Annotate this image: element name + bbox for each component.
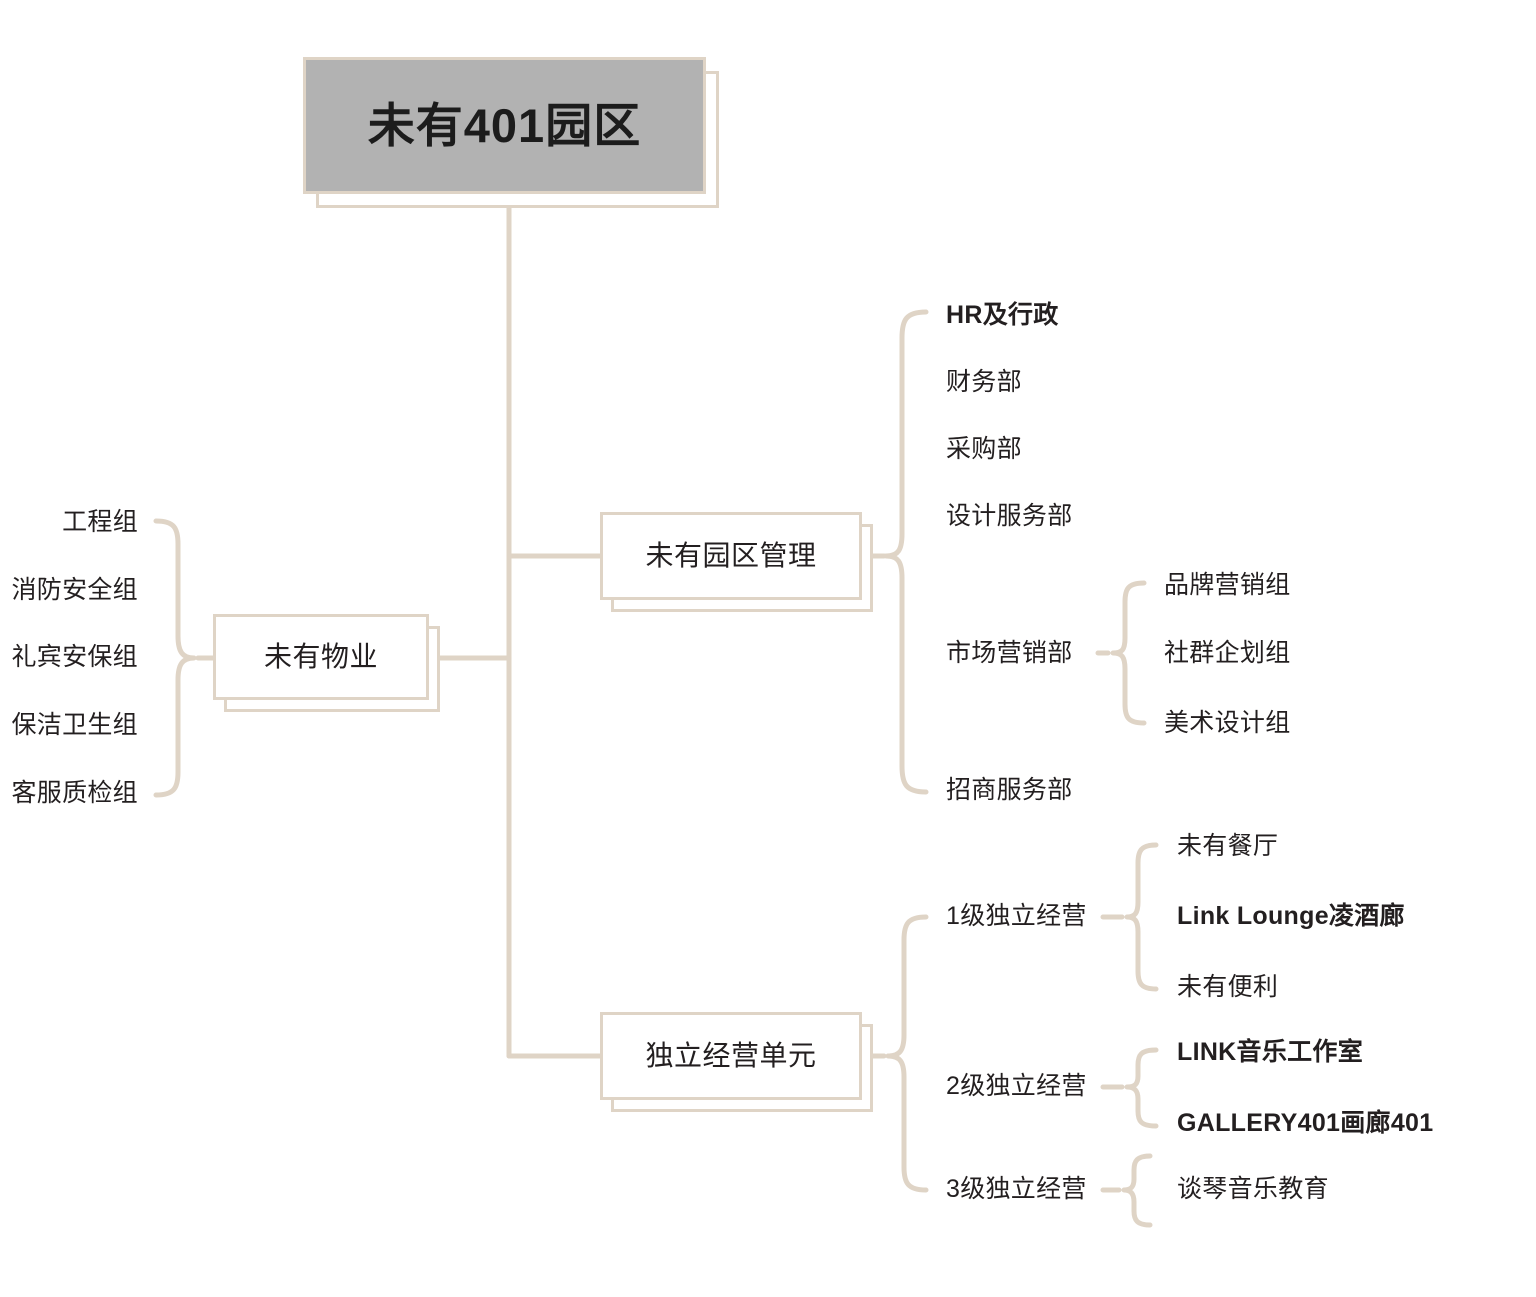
leaf-engineering-team[interactable]: 工程组 (62, 508, 138, 536)
node-root-label: 未有401园区 (367, 98, 642, 152)
brace-level1 (1124, 842, 1159, 992)
brace-independent-units (885, 914, 929, 1193)
leaf-cleaning-hygiene-team[interactable]: 保洁卫生组 (11, 711, 138, 739)
node-face (600, 512, 862, 600)
leaf-link-music-studio[interactable]: LINK音乐工作室 (1177, 1038, 1364, 1066)
node-park-management-label: 未有园区管理 (645, 539, 817, 571)
node-face (600, 1012, 862, 1100)
leaf-link-lounge[interactable]: Link Lounge凌酒廊 (1177, 902, 1405, 930)
leaf-marketing-dept[interactable]: 市场营销部 (946, 639, 1073, 667)
brace-property (153, 518, 197, 798)
leaf-customer-service-qc-team[interactable]: 客服质检组 (11, 779, 138, 807)
leaf-concierge-security-team[interactable]: 礼宾安保组 (11, 643, 138, 671)
node-root-park[interactable]: 未有401园区 (303, 57, 719, 208)
leaf-level3-independent[interactable]: 3级独立经营 (946, 1175, 1087, 1203)
leaf-hr-admin[interactable]: HR及行政 (946, 301, 1059, 329)
leaf-finance-dept[interactable]: 财务部 (946, 368, 1022, 396)
leaf-brand-marketing-team[interactable]: 品牌营销组 (1164, 571, 1291, 599)
node-property-label: 未有物业 (263, 640, 378, 672)
leaf-investment-service-dept[interactable]: 招商服务部 (946, 776, 1073, 804)
node-face (303, 57, 706, 194)
leaf-community-planning-team[interactable]: 社群企划组 (1164, 639, 1291, 667)
leaf-level1-independent[interactable]: 1级独立经营 (946, 902, 1087, 930)
leaf-weiyou-convenience[interactable]: 未有便利 (1177, 973, 1279, 1001)
node-independent-units[interactable]: 独立经营单元 (600, 1012, 873, 1112)
node-face (213, 614, 429, 700)
leaf-design-service-dept[interactable]: 设计服务部 (946, 502, 1073, 530)
leaf-gallery401[interactable]: GALLERY401画廊401 (1177, 1109, 1434, 1137)
leaf-fire-safety-team[interactable]: 消防安全组 (11, 576, 138, 604)
node-park-management[interactable]: 未有园区管理 (600, 512, 873, 612)
brace-level2 (1124, 1047, 1159, 1129)
node-property[interactable]: 未有物业 (213, 614, 440, 712)
leaf-art-design-team[interactable]: 美术设计组 (1164, 709, 1291, 737)
brace-marketing (1110, 580, 1147, 726)
leaf-purchasing-dept[interactable]: 采购部 (946, 435, 1022, 463)
brace-level3 (1121, 1153, 1153, 1228)
leaf-weiyou-restaurant[interactable]: 未有餐厅 (1177, 832, 1279, 860)
node-independent-units-label: 独立经营单元 (645, 1039, 817, 1071)
leaf-level2-independent[interactable]: 2级独立经营 (946, 1072, 1087, 1100)
brace-park-management (883, 309, 929, 795)
leaf-tanqin-music-education[interactable]: 谈琴音乐教育 (1177, 1175, 1329, 1203)
